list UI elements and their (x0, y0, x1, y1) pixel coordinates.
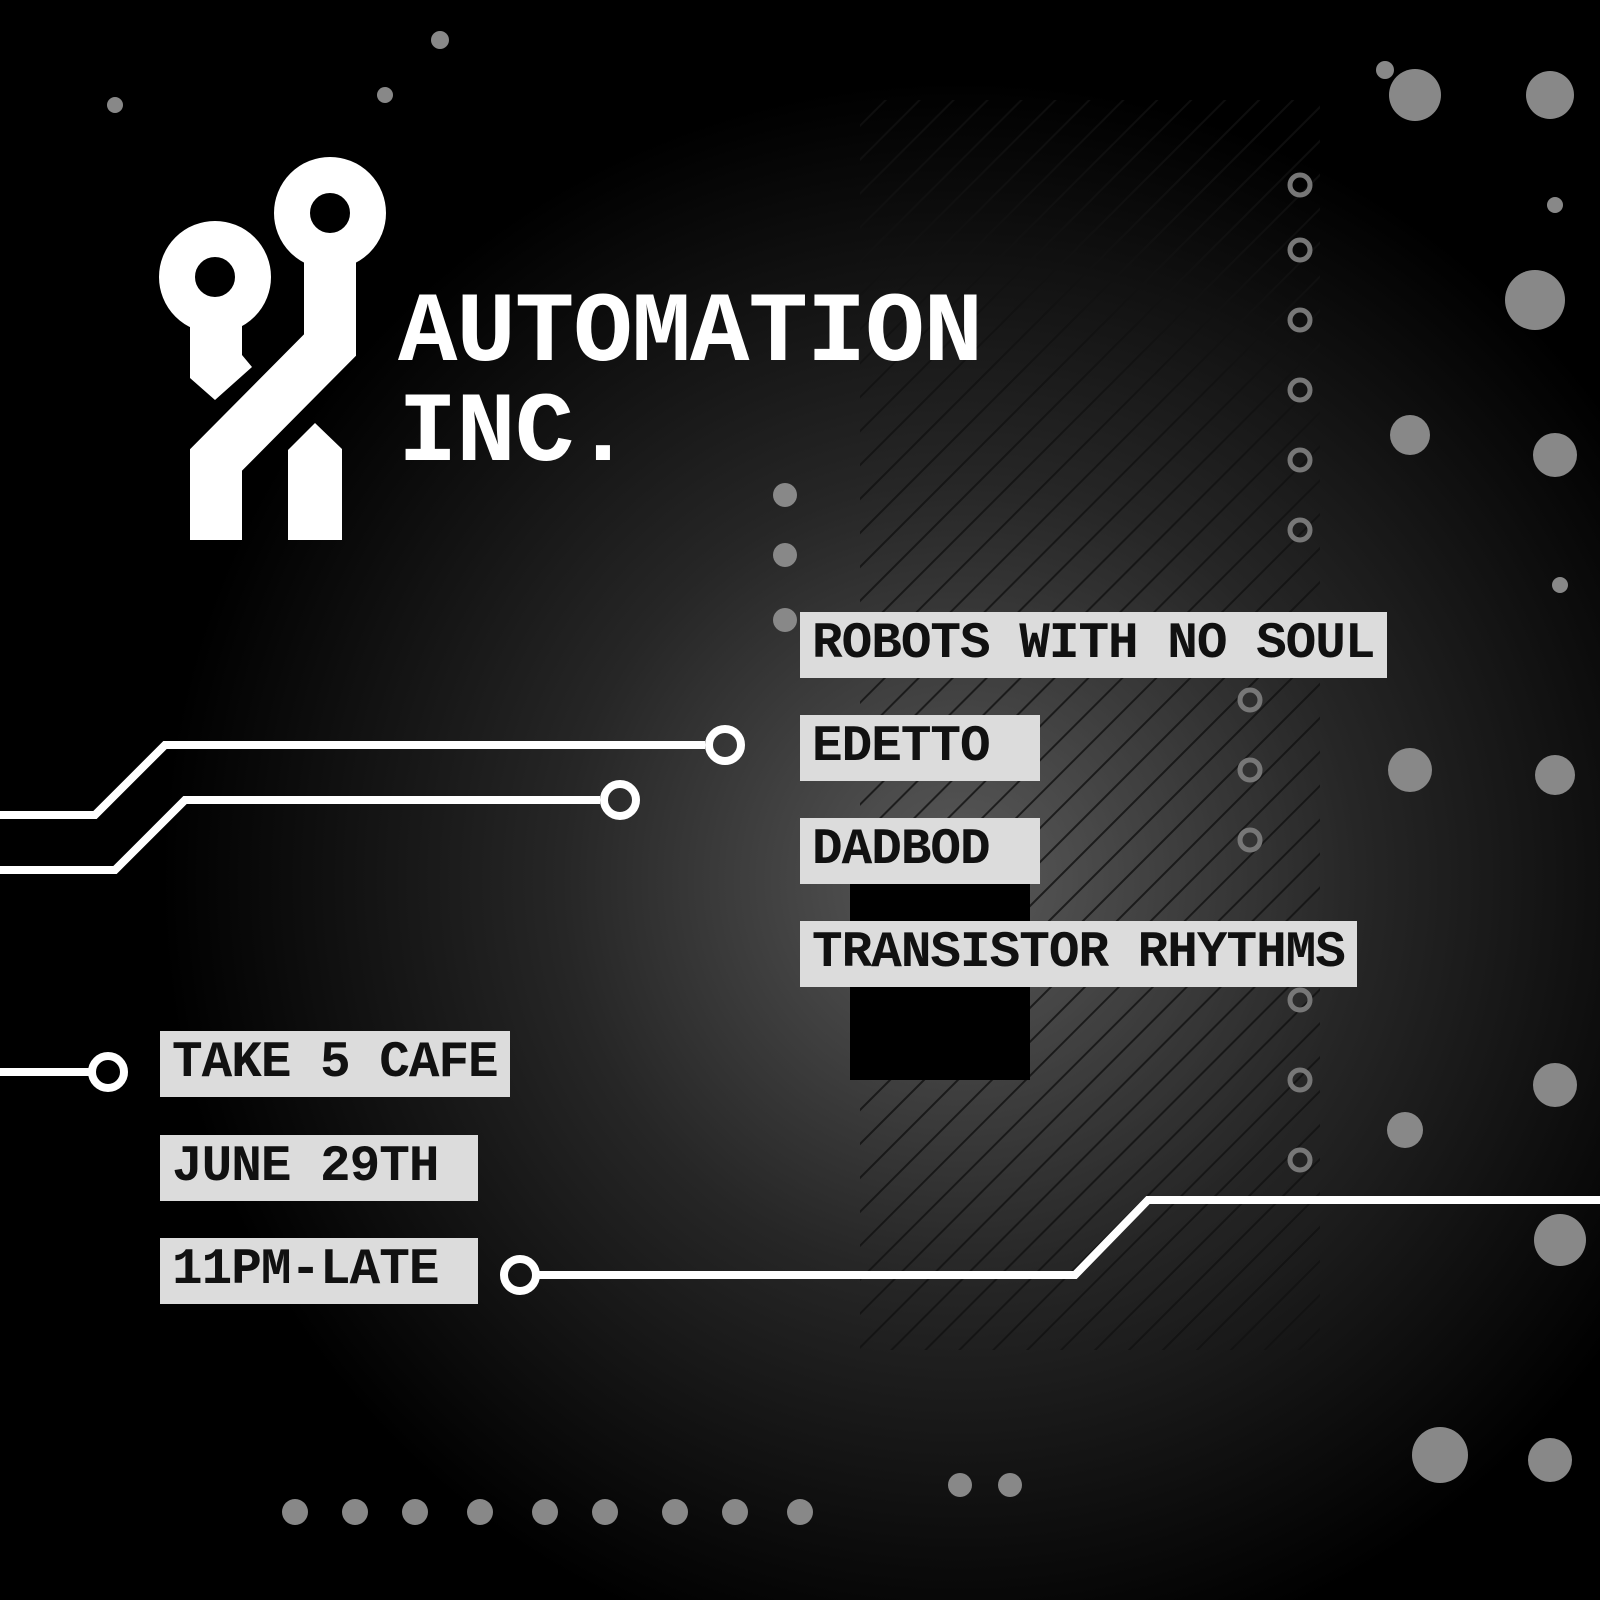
brand-name-line2: INC. (398, 378, 633, 490)
trace-2-node (600, 780, 640, 820)
trace-2 (0, 796, 600, 874)
circuit-traces (0, 725, 1600, 1295)
lineup-act-2: EDETTO (800, 715, 1040, 781)
trace-4-node (500, 1255, 540, 1295)
automation-logo-icon (159, 157, 386, 540)
background-pads (1237, 172, 1313, 1173)
trace-4 (538, 1196, 1600, 1279)
trace-3-node (88, 1052, 128, 1092)
lineup-act-1: ROBOTS WITH NO SOUL (800, 612, 1387, 678)
lineup-act-3: DADBOD (800, 818, 1040, 884)
lineup-act-4: TRANSISTOR RHYTHMS (800, 921, 1357, 987)
event-time: 11PM-LATE (160, 1238, 478, 1304)
brand-name-line1: AUTOMATION (398, 278, 983, 390)
trace-1 (0, 741, 705, 819)
event-venue: TAKE 5 CAFE (160, 1031, 510, 1097)
background-dots (107, 31, 1586, 1525)
trace-1-node (705, 725, 745, 765)
event-date: JUNE 29TH (160, 1135, 478, 1201)
